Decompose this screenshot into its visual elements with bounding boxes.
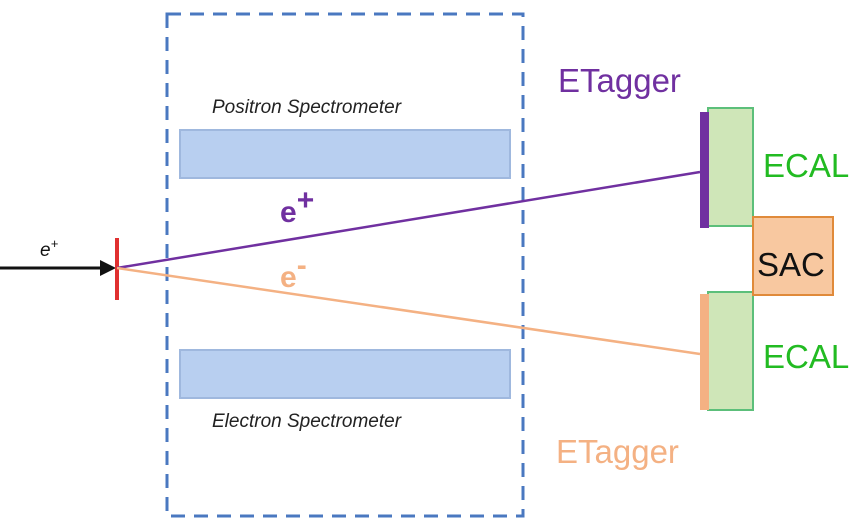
ecal-bottom-label: ECAL <box>763 338 849 375</box>
magnet-dashed-box <box>165 12 525 518</box>
positron-spectrometer-bar <box>179 129 511 179</box>
positron-track <box>116 170 701 270</box>
electron-spectrometer-label: Electron Spectrometer <box>212 411 402 432</box>
ecal-top-block <box>707 107 754 227</box>
electron-spectrometer-bar <box>179 349 511 399</box>
etagger-bottom-bar <box>700 294 709 410</box>
ecal-bottom-block <box>707 291 754 411</box>
positron-spectrometer-label: Positron Spectrometer <box>212 97 402 118</box>
positron-track-label: e+ <box>280 184 314 229</box>
etagger-top-label: ETagger <box>558 62 681 99</box>
beam-label: e+ <box>40 236 59 261</box>
ecal-top-label: ECAL <box>763 147 849 184</box>
etagger-top-bar <box>700 112 709 228</box>
etagger-bottom-label: ETagger <box>556 433 679 470</box>
sac-block <box>752 216 834 296</box>
electron-track <box>116 266 701 356</box>
beam-arrow-head <box>100 260 116 276</box>
electron-track-label: e- <box>280 249 307 294</box>
sac-label: SAC <box>757 246 825 283</box>
